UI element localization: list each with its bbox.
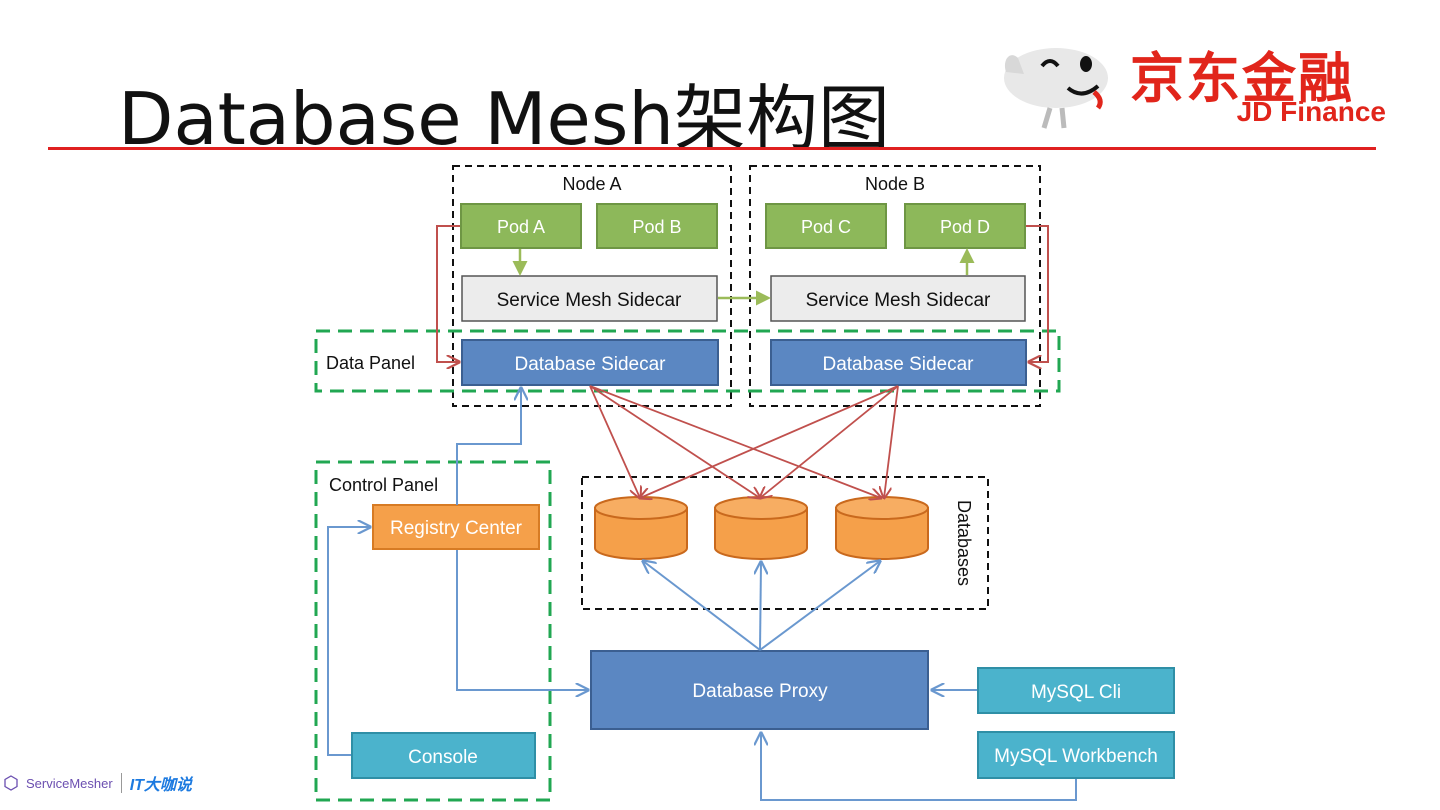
database-proxy xyxy=(590,650,929,730)
data-panel-container xyxy=(314,329,1061,393)
database-proxy-label: Database Proxy xyxy=(692,681,828,702)
sidecar-a-to-db2-arrow xyxy=(589,385,760,498)
control-panel-container xyxy=(314,460,552,802)
service-mesh-sidecar-a xyxy=(461,275,718,322)
logo-en-text: JD Finance xyxy=(1236,96,1386,127)
servicemesher-logo-icon xyxy=(4,775,18,791)
registry-center xyxy=(372,504,540,550)
footer-brand: ServiceMesher xyxy=(26,775,113,791)
sidecar-b-to-db1-arrow xyxy=(640,385,899,498)
jd-mascot-icon xyxy=(1004,48,1108,129)
sidecar-a-to-db3-arrow xyxy=(589,385,881,498)
database-cylinder-2 xyxy=(714,496,808,560)
pod-c-label: Pod C xyxy=(801,217,851,237)
logo-cn-text: 京东金融 xyxy=(1130,47,1354,110)
control-panel-label: Control Panel xyxy=(329,475,438,495)
mysql-workbench-label: MySQL Workbench xyxy=(994,746,1158,767)
database-sidecar-a xyxy=(461,339,719,386)
databases-label: Databases xyxy=(954,500,974,586)
proxy-to-db2-arrow xyxy=(760,562,761,651)
jd-finance-logo: 京东金融 JD Finance xyxy=(998,30,1388,134)
pod-a xyxy=(460,203,582,249)
footer-divider xyxy=(120,773,122,793)
pod-d-to-db-sidecar-link xyxy=(1026,225,1049,362)
node-a-container xyxy=(452,165,732,407)
proxy-to-db1-arrow xyxy=(643,561,761,651)
registry-to-proxy-arrow xyxy=(456,550,588,690)
database-sidecar-b xyxy=(770,339,1027,386)
console-label: Console xyxy=(408,747,478,768)
sidecar-b-to-db2-arrow xyxy=(760,385,899,498)
sidecar-a-to-db1-arrow xyxy=(589,385,640,498)
node-b-label: Node B xyxy=(865,174,925,194)
database-sidecar-a-label: Database Sidecar xyxy=(514,354,666,375)
title-underline xyxy=(48,147,1376,150)
service-mesh-sidecar-b-label: Service Mesh Sidecar xyxy=(806,290,991,311)
databases-container xyxy=(581,476,989,610)
database-cylinder-1 xyxy=(594,496,688,560)
mysql-workbench-to-proxy-arrow xyxy=(761,733,1077,801)
mysql-workbench xyxy=(977,731,1175,779)
database-sidecar-b-label: Database Sidecar xyxy=(822,354,974,375)
console-box xyxy=(351,732,536,779)
proxy-to-db3-arrow xyxy=(759,561,880,651)
database-cylinder-3 xyxy=(835,496,929,560)
service-mesh-sidecar-a-label: Service Mesh Sidecar xyxy=(497,290,682,311)
sidecar-b-to-db3-arrow xyxy=(884,385,899,498)
pod-b xyxy=(596,203,718,249)
pod-c xyxy=(765,203,887,249)
service-mesh-sidecar-b xyxy=(770,275,1026,322)
pod-d-label: Pod D xyxy=(940,217,990,237)
pod-a-label: Pod A xyxy=(497,217,545,237)
node-a-label: Node A xyxy=(562,174,621,194)
registry-center-label: Registry Center xyxy=(390,518,523,539)
footer: ServiceMesher IT大咖说 xyxy=(4,772,192,794)
pod-d xyxy=(904,203,1026,249)
mysql-cli xyxy=(977,667,1175,714)
pod-a-to-db-sidecar-link xyxy=(436,225,460,362)
registry-to-db-sidecar-arrow xyxy=(456,388,521,505)
pod-b-label: Pod B xyxy=(632,217,681,237)
console-to-registry-arrow xyxy=(327,527,370,756)
footer-partner-logo: IT大咖说 xyxy=(129,777,192,794)
mysql-cli-label: MySQL Cli xyxy=(1031,682,1121,703)
data-panel-label: Data Panel xyxy=(326,353,415,373)
